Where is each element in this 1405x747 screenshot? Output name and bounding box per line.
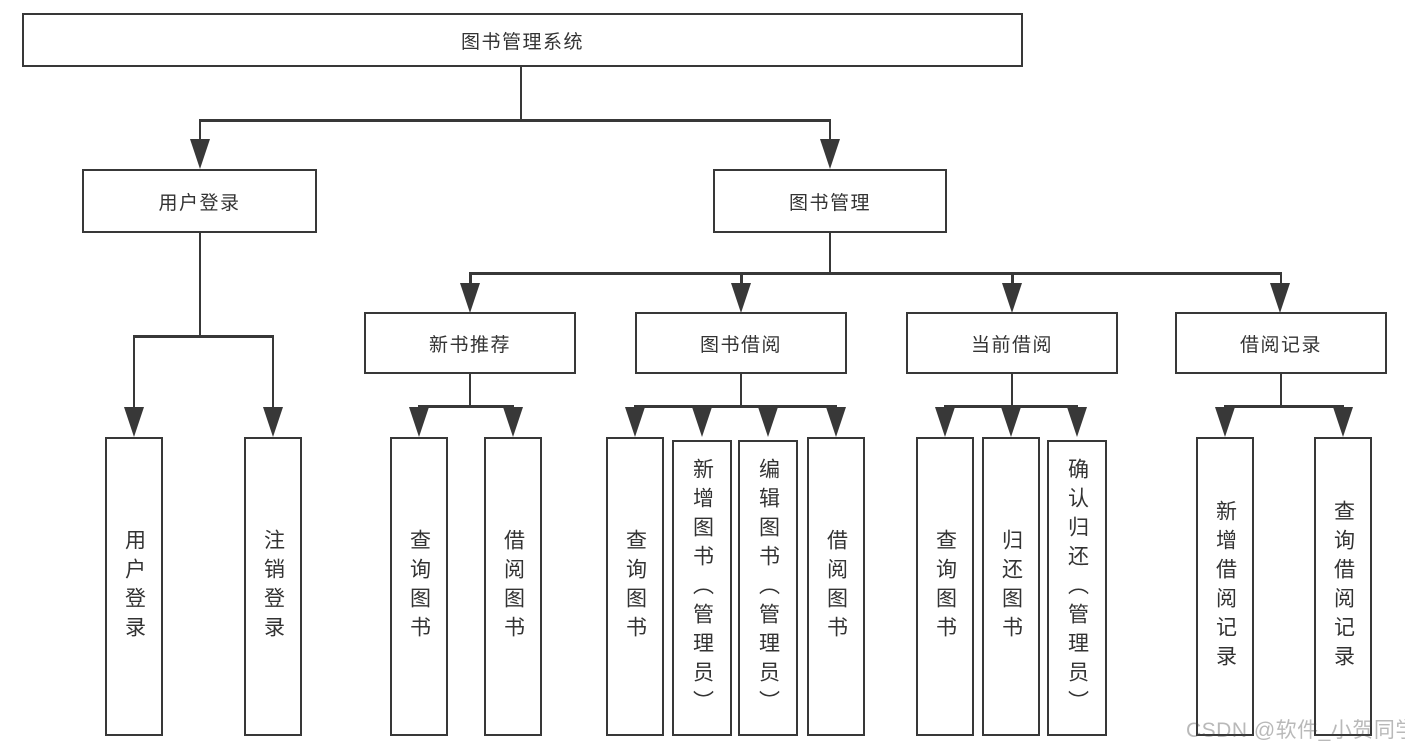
connector-new-book-rec-stem [468,374,472,406]
connector-book-borrow-stem [739,374,743,406]
arrowhead-leaf-user-login [124,407,144,437]
leaf-edit-book-admin: 编辑图书（管理员） [738,440,798,736]
node-current-borrow: 当前借阅 [906,312,1118,374]
arrowhead-leaf-borrow-book-1 [503,407,523,437]
leaf-label: 归还图书 [999,528,1023,645]
connector-new-book-rec-bar [418,405,514,408]
leaf-label: 借阅图书 [501,528,525,645]
leaf-confirm-return-admin: 确认归还（管理员） [1047,440,1107,736]
leaf-label: 新增借阅记录 [1213,499,1237,674]
arrowhead-leaf-add-book [692,407,712,437]
node-user-login: 用户登录 [82,169,317,233]
node-borrow-record: 借阅记录 [1175,312,1387,374]
leaf-borrow-book-1: 借阅图书 [484,437,542,736]
leaf-label: 用户登录 [122,528,146,645]
node-label: 新书推荐 [428,334,511,356]
leaf-add-borrow-record: 新增借阅记录 [1196,437,1254,736]
node-label: 图书借阅 [699,334,782,356]
leaf-query-book-1: 查询图书 [390,437,448,736]
arrowhead-leaf-query-book-1 [409,407,429,437]
leaf-label: 注销登录 [261,528,285,645]
leaf-query-borrow-record: 查询借阅记录 [1314,437,1372,736]
leaf-add-book-admin: 新增图书（管理员） [672,440,732,736]
connector-current-borrow-stem [1010,374,1014,406]
leaf-label: 查询图书 [623,528,647,645]
connector-book-borrow-bar [634,405,837,408]
arrowhead-leaf-query-record [1333,407,1353,437]
connector-new-book-rec-drop [469,272,472,285]
node-root: 图书管理系统 [22,13,1023,67]
leaf-borrow-book-2: 借阅图书 [807,437,865,736]
connector-level2-bar [469,272,1281,275]
node-label: 借阅记录 [1239,334,1322,356]
leaf-label: 借阅图书 [824,528,848,645]
connector-current-borrow-drop [1011,272,1014,285]
arrowhead-leaf-borrow-book-2 [826,407,846,437]
arrowhead-leaf-add-record [1215,407,1235,437]
arrowhead-leaf-logout [263,407,283,437]
leaf-label: 查询借阅记录 [1331,499,1355,674]
connector-user-login-drop [198,119,201,141]
arrowhead-book-borrow [731,283,751,313]
arrowhead-leaf-confirm-return [1067,407,1087,437]
leaf-query-book-3: 查询图书 [916,437,974,736]
node-book-management: 图书管理 [713,169,947,233]
leaf-label: 查询图书 [407,528,431,645]
connector-user-login-bar [133,335,274,338]
leaf-user-login: 用户登录 [105,437,163,736]
node-label: 用户登录 [158,192,241,214]
connector-book-borrow-drop [740,272,743,285]
connector-root-stem [519,67,523,120]
arrowhead-new-book-rec [460,283,480,313]
node-book-borrow: 图书借阅 [635,312,847,374]
leaf-label: 新增图书（管理员） [690,457,714,719]
arrowhead-leaf-query-book-2 [625,407,645,437]
csdn-watermark: CSDN @软件_小贺同学 [1186,719,1405,742]
node-label: 图书管理系统 [460,31,584,53]
leaf-label: 查询图书 [933,528,957,645]
connector-level1-bar [198,119,831,122]
arrowhead-borrow-record [1270,283,1290,313]
connector-borrow-record-stem [1279,374,1283,406]
connector-current-borrow-bar [944,405,1078,408]
connector-user-login-stem [198,233,201,337]
leaf-label: 确认归还（管理员） [1065,457,1089,719]
arrowhead-current-borrow [1002,283,1022,313]
leaf-label: 编辑图书（管理员） [756,457,780,719]
arrowhead-book-mgmt [820,139,840,169]
leaf-query-book-2: 查询图书 [606,437,664,736]
leaf-return-book: 归还图书 [982,437,1040,736]
arrowhead-leaf-query-book-3 [935,407,955,437]
arrowhead-leaf-edit-book [758,407,778,437]
connector-leaf-logout-drop [271,335,275,409]
arrowhead-user-login [189,139,210,169]
node-label: 图书管理 [788,192,871,214]
leaf-logout-login: 注销登录 [244,437,302,736]
connector-book-mgmt-drop [828,119,832,141]
arrowhead-leaf-return-book [1001,407,1021,437]
connector-leaf-user-login-drop [132,335,136,409]
connector-borrow-record-drop [1279,272,1283,285]
connector-book-mgmt-stem [828,233,832,274]
connector-borrow-record-bar [1224,405,1344,408]
node-label: 当前借阅 [970,334,1053,356]
node-new-book-recommend: 新书推荐 [364,312,576,374]
